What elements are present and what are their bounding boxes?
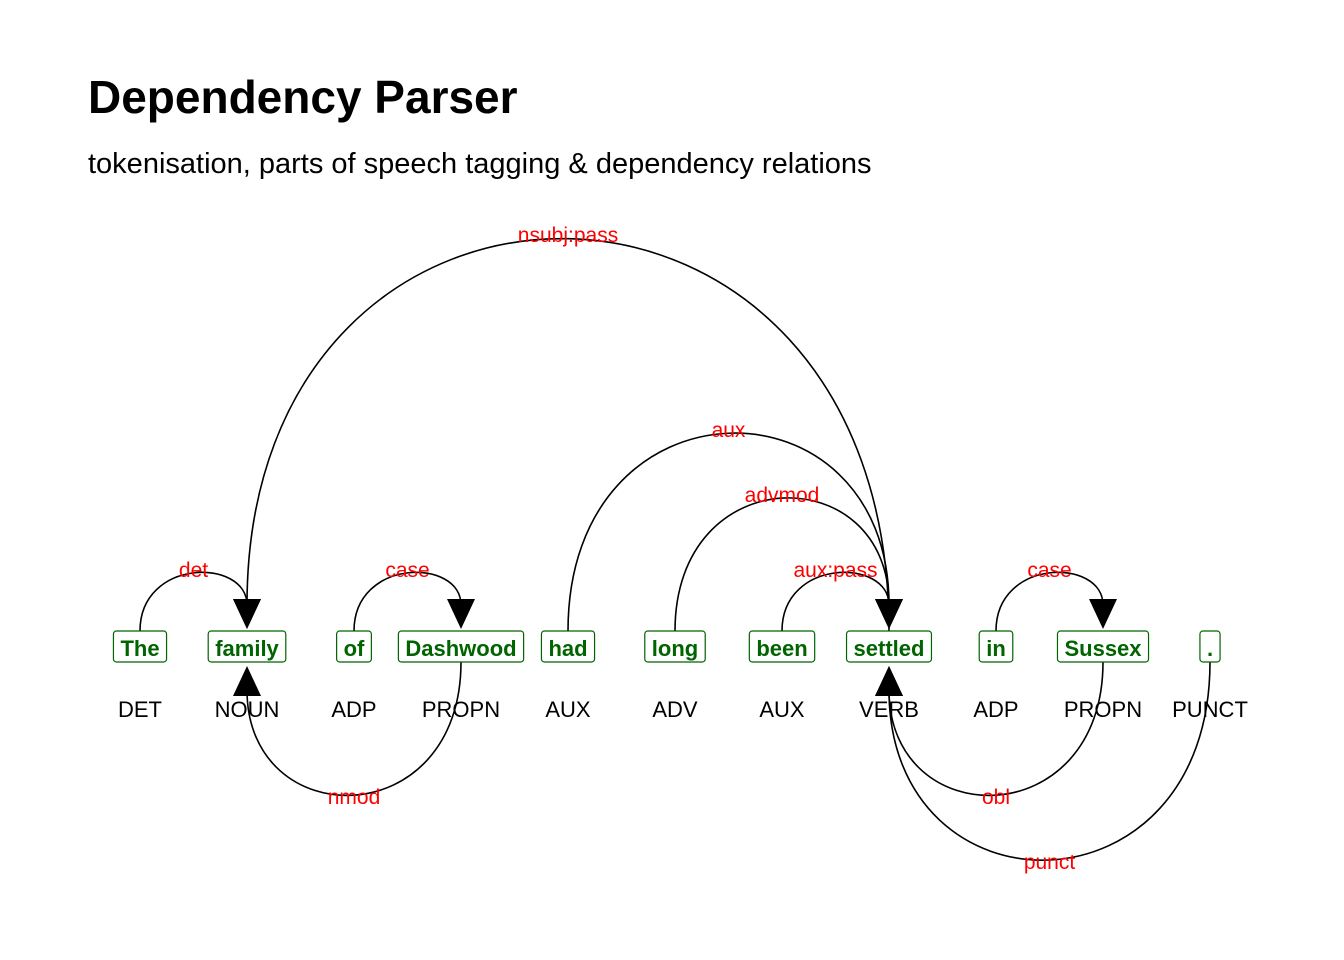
page-title: Dependency Parser xyxy=(88,71,518,123)
relation-label: obl xyxy=(982,786,1010,809)
labels-layer: det case nsubj:pass aux advmod aux:pass case nm… xyxy=(179,224,1075,874)
token-text: long xyxy=(652,636,698,661)
token-text: . xyxy=(1207,636,1213,661)
pos-tag: ADP xyxy=(331,697,376,722)
dependency-arc xyxy=(888,661,1104,797)
pos-tag: AUX xyxy=(545,697,591,722)
token: settled xyxy=(845,630,933,663)
token: in xyxy=(978,630,1014,663)
relation-label: nsubj:pass xyxy=(518,224,618,247)
pos-tag: VERB xyxy=(859,697,919,722)
pos-tag: PROPN xyxy=(422,697,500,722)
relation-label: aux:pass xyxy=(793,559,877,582)
page-subtitle: tokenisation, parts of speech tagging & … xyxy=(88,148,872,180)
token-text: of xyxy=(344,636,365,661)
token-box xyxy=(978,630,1014,663)
token: . xyxy=(1199,630,1221,663)
dependency-arc xyxy=(246,661,462,797)
dependency-arc xyxy=(353,571,462,632)
pos-tag: ADV xyxy=(652,697,698,722)
relation-label: aux xyxy=(712,419,746,442)
arrowhead-icon xyxy=(1089,599,1117,629)
dependency-arc xyxy=(781,571,890,632)
token: family xyxy=(207,630,287,663)
relation-label: case xyxy=(1027,559,1071,582)
dependency-arc xyxy=(888,661,1211,861)
token-box xyxy=(748,630,816,663)
pos-tag: AUX xyxy=(759,697,805,722)
pos-tag: NOUN xyxy=(215,697,280,722)
token: Sussex xyxy=(1056,630,1150,663)
arrowhead-icon xyxy=(233,599,261,629)
arrowhead-icon xyxy=(875,666,903,696)
token: Dashwood xyxy=(397,630,525,663)
relation-label: punct xyxy=(1024,851,1076,874)
dependency-arc xyxy=(139,571,248,632)
token: long xyxy=(644,630,706,663)
arcs-layer xyxy=(139,237,1211,861)
token-text: Sussex xyxy=(1064,636,1142,661)
token-text: The xyxy=(120,636,159,661)
arrowhead-icon xyxy=(447,599,475,629)
relation-label: advmod xyxy=(745,484,820,507)
token-box xyxy=(1056,630,1150,663)
relation-label: nmod xyxy=(328,786,381,809)
token: The xyxy=(112,630,168,663)
token-box xyxy=(336,630,372,663)
token: been xyxy=(748,630,816,663)
token-text: in xyxy=(986,636,1006,661)
token-text: had xyxy=(548,636,587,661)
arrowhead-icon xyxy=(233,666,261,696)
arrowhead-icon xyxy=(875,599,903,629)
relation-label: det xyxy=(179,559,208,582)
pos-tag: PUNCT xyxy=(1172,697,1248,722)
token-text: been xyxy=(756,636,807,661)
pos-tag: DET xyxy=(118,697,162,722)
pos-tag: ADP xyxy=(973,697,1018,722)
relation-label: case xyxy=(385,559,429,582)
token-box xyxy=(845,630,933,663)
dependency-arc xyxy=(246,237,890,632)
token: had xyxy=(540,630,596,663)
token-box xyxy=(207,630,287,663)
token-text: Dashwood xyxy=(405,636,516,661)
token-box xyxy=(540,630,596,663)
dependency-arc xyxy=(674,497,890,632)
token-box xyxy=(1199,630,1221,663)
dependency-arc xyxy=(567,432,890,632)
token-box xyxy=(644,630,706,663)
token: of xyxy=(336,630,372,663)
pos-tag: PROPN xyxy=(1064,697,1142,722)
token-text: family xyxy=(215,636,279,661)
dependency-arc xyxy=(995,571,1104,632)
token-box xyxy=(112,630,168,663)
token-box xyxy=(397,630,525,663)
token-text: settled xyxy=(854,636,925,661)
